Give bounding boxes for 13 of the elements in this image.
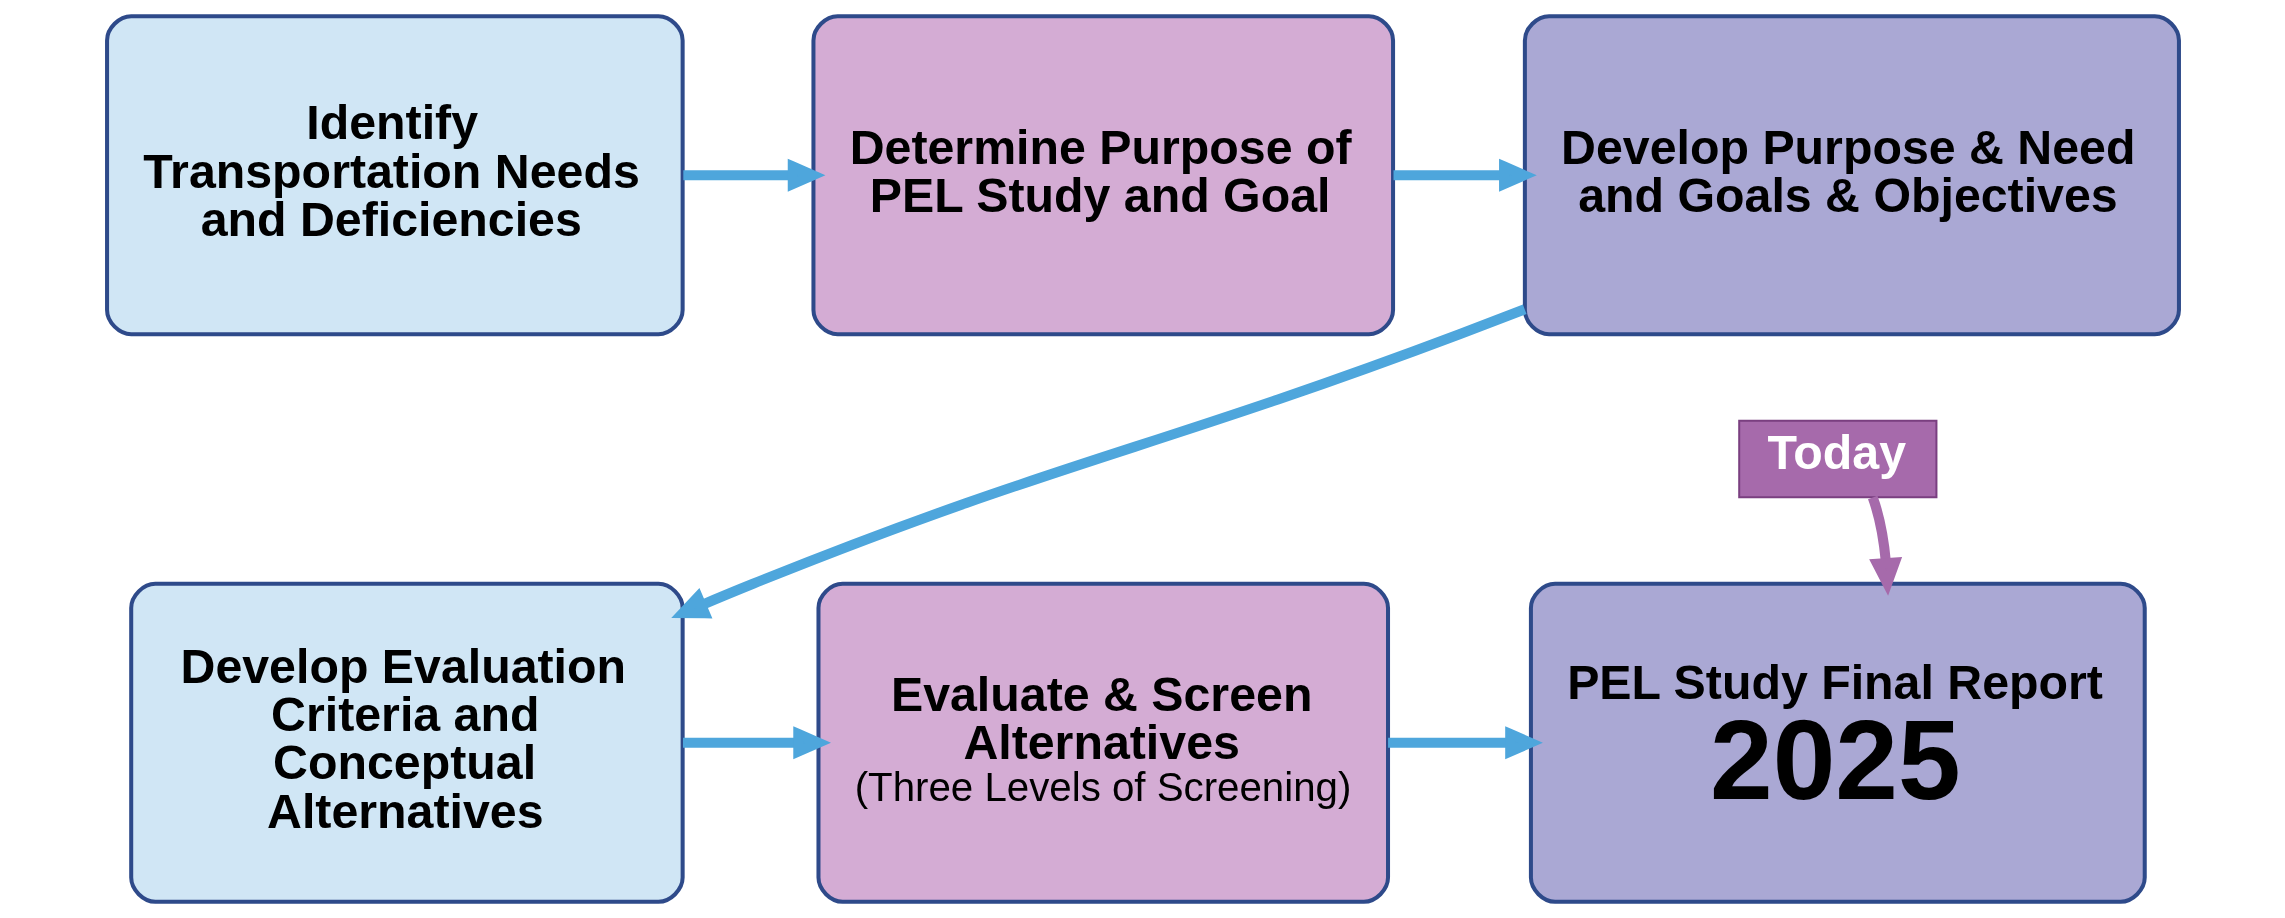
- node-box: Develop Evaluation Criteria and Conceptual Alternatives: [128, 581, 685, 904]
- node-box: Develop Purpose & Need and Goals & Objectives: [1522, 14, 2181, 337]
- node-box: PEL Study Final Report 2025: [1528, 581, 2147, 904]
- arrow: [1867, 495, 1902, 596]
- arrow: [682, 158, 825, 192]
- node-box: Evaluate & Screen Alternatives (Three Levels of Screening): [815, 581, 1390, 904]
- arrow: [682, 726, 831, 760]
- node-box: Today: [1737, 419, 1937, 499]
- arrow: [670, 304, 1526, 619]
- arrow: [1387, 726, 1543, 760]
- arrow: [1393, 158, 1537, 192]
- node-box: Determine Purpose of PEL Study and Goal: [810, 14, 1395, 337]
- node-box: Identify Transportation Needs and Deficiencies: [104, 14, 685, 337]
